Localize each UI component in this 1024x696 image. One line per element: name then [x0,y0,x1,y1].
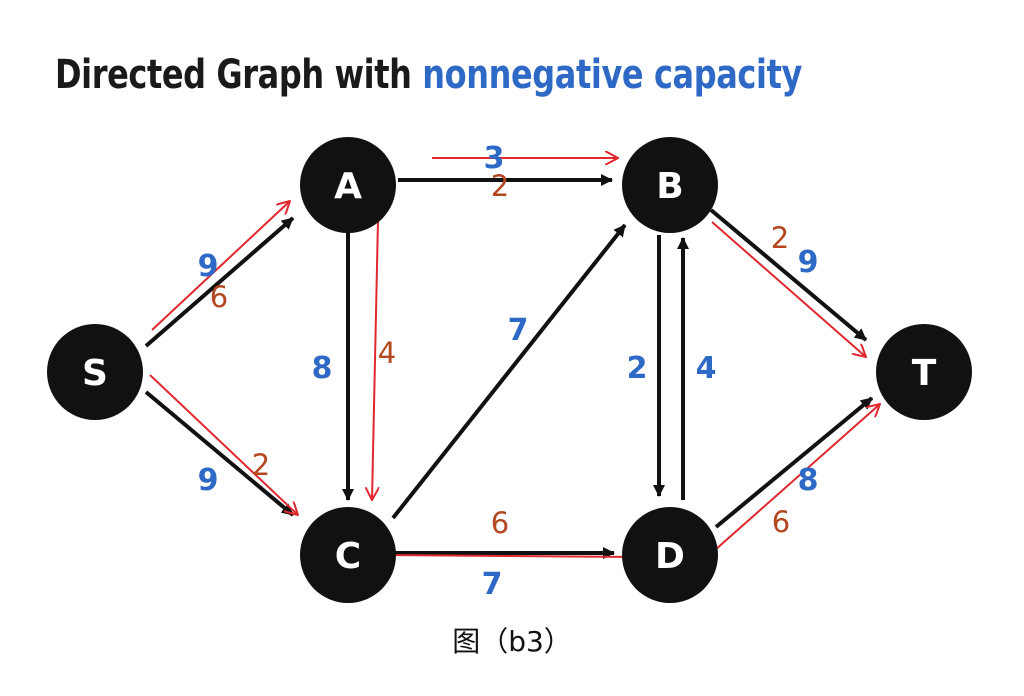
flow-arrow-b-t [711,221,866,357]
capacity-d-t: 8 [798,463,819,498]
node-c: C [300,507,396,603]
capacity-s-c: 9 [198,463,219,498]
capacity-b-d: 2 [627,351,648,386]
title-main: Directed Graph with [55,52,412,98]
flow-c-d: 6 [491,506,509,540]
flow-b-t: 2 [771,221,789,255]
title-accent: nonnegative capacity [422,52,802,98]
flow-arrow-c-d [372,555,640,557]
node-d: D [622,507,718,603]
node-label-b: B [656,166,683,207]
node-s: S [47,324,143,420]
edge-c-b [391,223,627,520]
flow-a-c: 4 [378,336,396,370]
node-label-c: C [335,536,361,577]
node-a: A [300,137,396,233]
node-label-t: T [912,353,937,394]
node-label-s: S [82,353,108,394]
edge-b-t [709,208,868,342]
node-t: T [876,324,972,420]
edge-s-c [144,390,295,517]
node-label-d: D [655,536,685,577]
capacity-labels: 9 9 3 8 7 7 2 4 9 8 [198,141,819,602]
capacity-a-b: 3 [484,141,505,176]
capacity-s-a: 9 [198,249,219,284]
flow-arrow-s-a [151,201,290,331]
flow-arrow-d-t [714,404,880,551]
flow-arrows [149,158,880,557]
capacity-a-c: 8 [312,351,333,386]
capacity-c-d: 7 [482,567,503,602]
capacity-d-b: 4 [696,351,717,386]
edge-d-t [714,396,874,529]
diagram-title: Directed Graph with nonnegative capacity [55,52,802,98]
capacity-c-b: 7 [508,313,529,348]
flow-s-a: 6 [210,280,228,314]
flow-d-t: 6 [772,505,790,539]
flow-s-c: 2 [252,448,270,482]
node-b: B [622,137,718,233]
flow-arrow-s-c [149,374,298,515]
flow-arrow-a-c [372,219,378,500]
figure-caption: 图（b3） [452,625,572,658]
capacity-b-t: 9 [798,245,819,280]
capacity-edges [144,174,874,559]
node-label-a: A [334,166,362,207]
edge-s-a [144,216,295,348]
flow-labels: 6 2 2 4 6 2 6 [210,169,790,540]
flow-a-b: 2 [491,169,509,203]
